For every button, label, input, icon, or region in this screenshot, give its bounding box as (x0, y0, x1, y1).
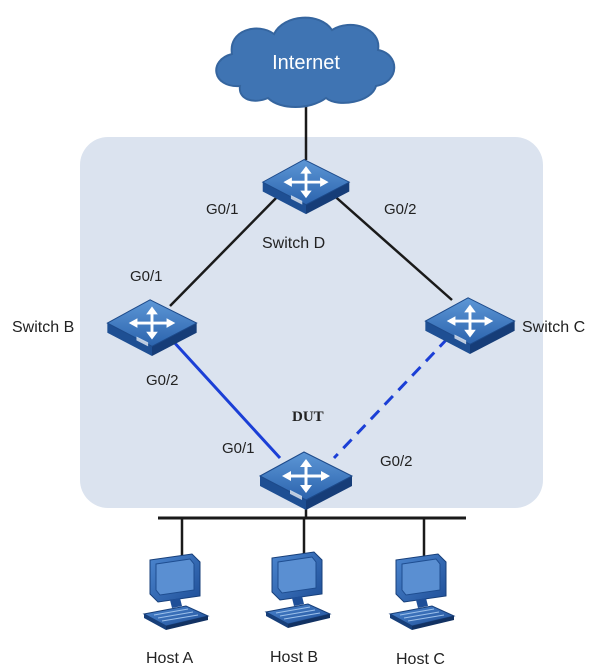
switch-d-port-g0-2: G0/2 (384, 201, 417, 218)
host-b-computer-icon (265, 551, 331, 629)
switch-b-port-g0-1: G0/1 (130, 268, 163, 285)
internet-cloud: Internet (215, 16, 396, 108)
host-c-computer-icon (389, 553, 455, 631)
dut-port-g0-2: G0/2 (380, 453, 413, 470)
host-b-label: Host B (270, 649, 318, 666)
host-c-label: Host C (396, 651, 445, 668)
host-a-computer-icon (143, 553, 209, 631)
link-switch-c-dut (332, 336, 450, 460)
switch-c-label: Switch C (522, 319, 585, 336)
switch-d-label: Switch D (262, 235, 325, 252)
switch-b-label: Switch B (12, 319, 74, 336)
internet-label: Internet (272, 52, 340, 74)
cloud-icon (215, 16, 396, 108)
network-region (80, 137, 543, 508)
switch-b-port-g0-2: G0/2 (146, 372, 179, 389)
dut-port-g0-1: G0/1 (222, 440, 255, 457)
switch-d-port-g0-1: G0/1 (206, 201, 239, 218)
link-switch-d-switch-b (169, 191, 283, 307)
link-switch-d-switch-c (329, 191, 453, 301)
dut-label: DUT (292, 409, 324, 425)
link-switch-b-dut (170, 338, 282, 460)
host-a-label: Host A (146, 650, 193, 667)
